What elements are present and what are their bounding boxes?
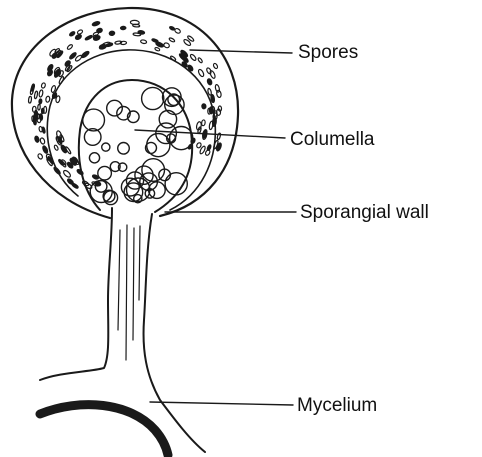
spore bbox=[38, 104, 41, 110]
stalk-left-edge bbox=[40, 208, 112, 380]
spore bbox=[92, 21, 100, 27]
columella-cell bbox=[159, 111, 176, 128]
spore bbox=[201, 120, 205, 126]
spores-leader-line bbox=[190, 50, 292, 53]
spore bbox=[34, 136, 39, 143]
spore bbox=[99, 44, 107, 50]
mycelium-arc bbox=[40, 405, 168, 455]
spore bbox=[85, 35, 93, 41]
spore bbox=[197, 69, 204, 78]
columella-cell bbox=[89, 153, 99, 163]
spore bbox=[154, 47, 160, 52]
spore bbox=[109, 31, 115, 36]
spore bbox=[37, 153, 43, 160]
spore bbox=[77, 29, 83, 35]
spore bbox=[174, 28, 181, 34]
spore bbox=[34, 110, 37, 118]
mycelium-label: Mycelium bbox=[297, 396, 377, 415]
spore bbox=[140, 39, 147, 44]
spore bbox=[41, 108, 44, 113]
spore bbox=[41, 82, 46, 88]
spore bbox=[207, 144, 212, 151]
columella-cells bbox=[83, 87, 193, 204]
spore bbox=[28, 96, 32, 103]
spore bbox=[76, 169, 84, 176]
spore bbox=[196, 142, 202, 148]
spore bbox=[67, 44, 74, 50]
spore bbox=[96, 28, 103, 34]
spore bbox=[69, 31, 76, 37]
spore bbox=[215, 84, 220, 92]
spore bbox=[133, 33, 141, 36]
stalk-striations bbox=[118, 225, 140, 360]
spore bbox=[209, 121, 214, 130]
spore bbox=[39, 99, 42, 104]
spore bbox=[169, 37, 176, 42]
spore bbox=[39, 90, 44, 98]
columella-cell bbox=[118, 143, 130, 155]
spore bbox=[40, 137, 46, 144]
mycelium-leader-line bbox=[150, 402, 293, 405]
columella-cell bbox=[98, 166, 112, 180]
columella-label: Columella bbox=[290, 130, 374, 149]
spore bbox=[54, 145, 59, 151]
columella-cell bbox=[170, 127, 193, 150]
spores-label: Spores bbox=[298, 43, 358, 62]
columella-cell bbox=[102, 143, 110, 151]
columella-cell bbox=[142, 87, 164, 109]
columella-cell bbox=[83, 109, 105, 131]
spore bbox=[197, 57, 203, 63]
spore bbox=[42, 145, 49, 154]
sporangial-wall-label: Sporangial wall bbox=[300, 203, 429, 222]
columella-outline bbox=[79, 80, 192, 212]
spore bbox=[189, 54, 196, 62]
spore bbox=[45, 96, 50, 103]
spore bbox=[71, 183, 78, 189]
spore bbox=[202, 104, 206, 109]
spore bbox=[209, 70, 216, 79]
spore bbox=[34, 91, 38, 99]
spore bbox=[62, 169, 71, 178]
spore bbox=[130, 20, 139, 25]
spore bbox=[202, 129, 208, 138]
spore bbox=[39, 126, 43, 132]
spore bbox=[213, 63, 219, 69]
spore bbox=[51, 52, 58, 59]
spore bbox=[53, 166, 61, 175]
stalk-right-edge bbox=[144, 214, 205, 452]
spore bbox=[207, 78, 213, 85]
spore bbox=[120, 26, 126, 29]
spore bbox=[170, 55, 176, 61]
spore bbox=[58, 76, 64, 84]
